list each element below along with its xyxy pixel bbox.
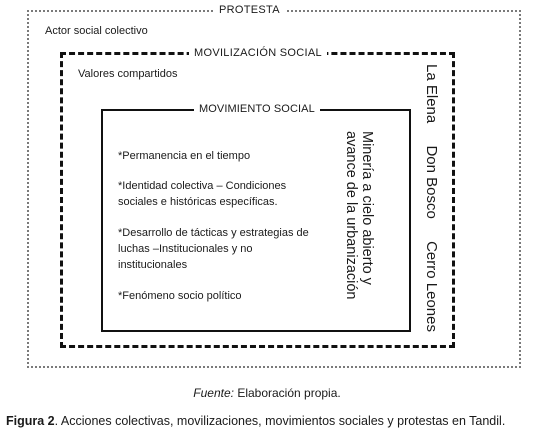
movimiento-item: *Fenómeno socio político [118,290,242,302]
figure-caption: Figura 2. Acciones colectivas, movilizac… [6,414,505,428]
movimiento-item: *Identidad colectiva – Condiciones socia… [118,180,287,208]
valores-compartidos-label: Valores compartidos [78,68,178,80]
movimiento-item: *Desarrollo de tácticas y estrategias de… [118,227,309,271]
movimiento-social-title: MOVIMIENTO SOCIAL [194,103,320,115]
source-label: Fuente: [193,386,234,400]
vertical-theme-line: avance de la urbanización [343,131,359,300]
place-cerro-leones: Cerro Leones [423,241,440,332]
figure-source: Fuente: Elaboración propia. [0,386,534,400]
vertical-theme-line: Minería a cielo abierto y [359,131,375,285]
place-don-bosco: Don Bosco [423,145,440,219]
actor-social-colectivo-label: Actor social colectivo [45,25,148,37]
caption-label: Figura 2 [6,414,55,428]
movimiento-item: *Permanencia en el tiempo [118,150,251,162]
places-vertical-list: La Elena Don Bosco Cerro Leones [423,64,440,332]
mineria-urbanizacion-vertical-text: Minería a cielo abierto y avance de la u… [343,131,375,299]
source-text: Elaboración propia. [233,386,341,400]
protesta-title: PROTESTA [214,4,285,16]
movilizacion-social-title: MOVILIZACIÓN SOCIAL [189,47,327,59]
caption-text: . Acciones colectivas, movilizaciones, m… [54,414,506,428]
place-la-elena: La Elena [423,64,440,124]
